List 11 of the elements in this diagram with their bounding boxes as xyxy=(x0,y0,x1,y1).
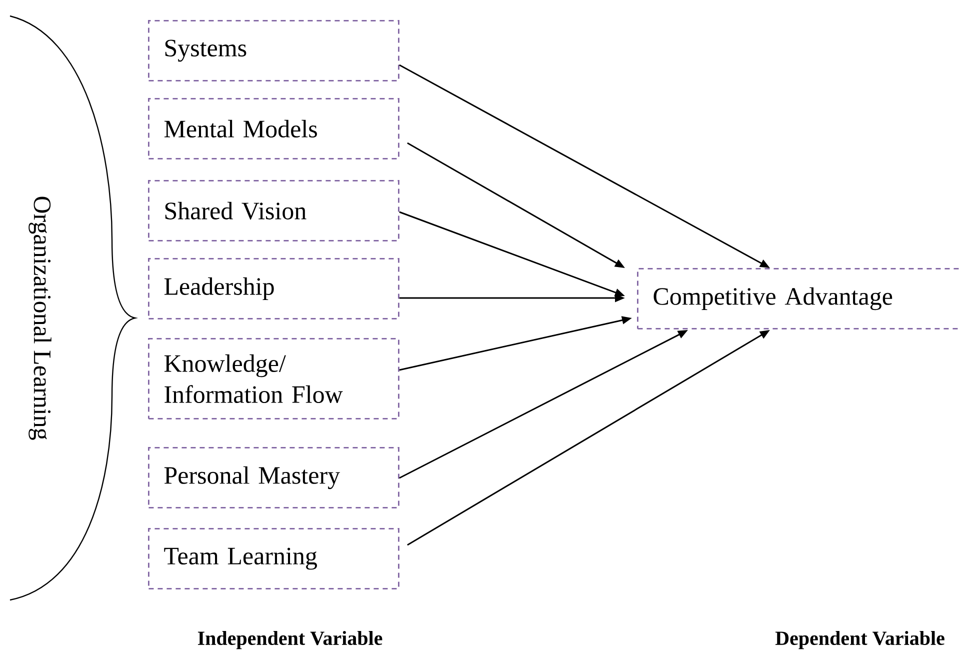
variable-box: Shared Vision xyxy=(148,180,400,242)
variable-box: Team Learning xyxy=(148,528,400,590)
variable-box: Competitive Advantage xyxy=(637,268,961,330)
variable-box: Mental Models xyxy=(148,98,400,160)
variable-box: Systems xyxy=(148,20,400,82)
variable-box: Knowledge/ Information Flow xyxy=(148,338,400,420)
axis-label: Organizational Learning xyxy=(28,196,52,440)
variable-box: Personal Mastery xyxy=(148,447,400,508)
variable-box: Leadership xyxy=(148,258,400,320)
column-heading: Dependent Variable xyxy=(775,630,944,650)
column-heading: Independent Variable xyxy=(198,630,382,650)
